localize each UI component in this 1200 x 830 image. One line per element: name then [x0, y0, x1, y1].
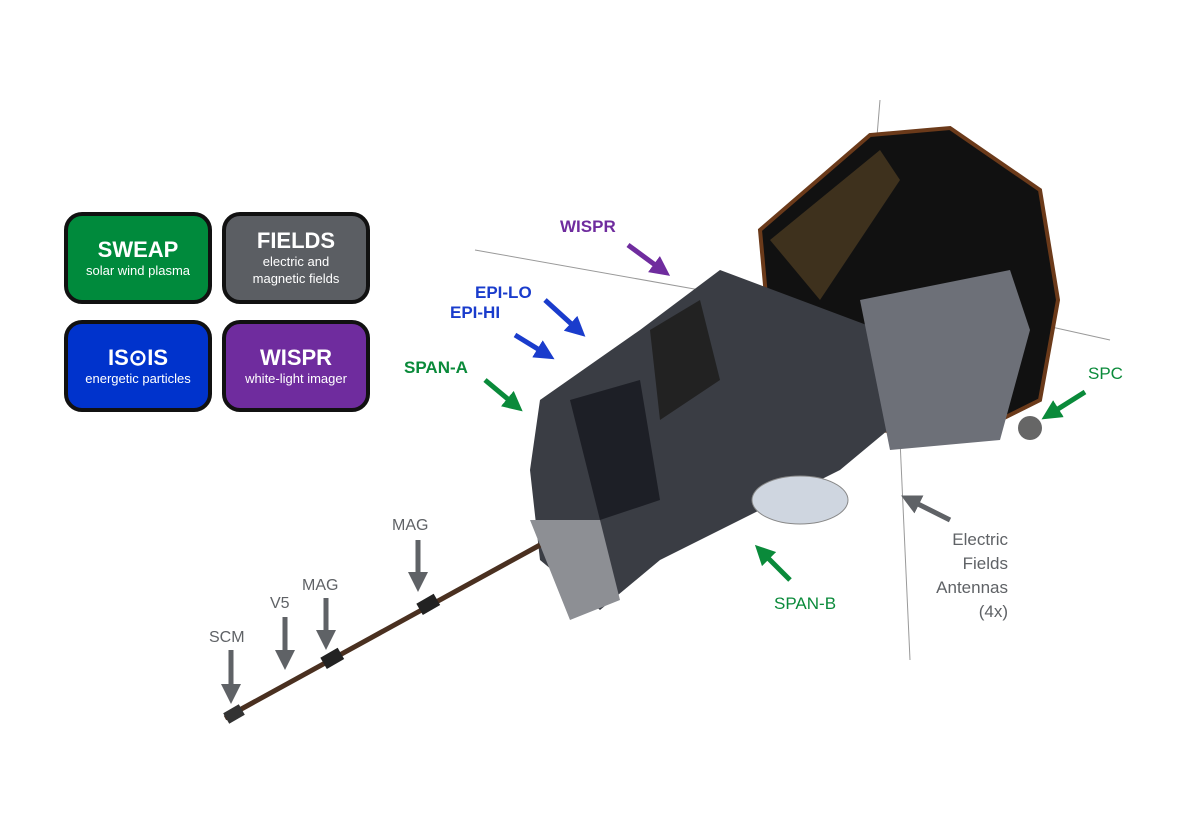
label-epi-hi: EPI-HI [450, 303, 501, 322]
label-mag-inner: MAG [302, 577, 339, 594]
epi-hi-arrow [513, 332, 555, 360]
span-a-arrow [483, 378, 523, 412]
spc-arrow [1041, 389, 1087, 420]
label-mag-outer: MAG [392, 517, 429, 534]
label-span-b: SPAN-B [774, 594, 837, 613]
legend-subtitle: white-light imager [245, 370, 347, 386]
mag-sensor-inner [320, 647, 345, 670]
antenna-dish [751, 475, 849, 525]
legend-subtitle: electric and magnetic fields [252, 254, 340, 286]
label-line: (4x) [978, 602, 1008, 621]
epi-lo-arrow [543, 298, 586, 337]
label-spc: SPC [1088, 364, 1123, 383]
legend-title: SWEAP [97, 236, 179, 262]
scm-sensor [223, 704, 245, 724]
label-wispr: WISPR [560, 217, 616, 236]
efa-arrow [901, 495, 952, 523]
legend-isois: IS⊙IS energetic particles [64, 320, 212, 412]
radiator-panel [570, 380, 660, 520]
spc-cup [1018, 416, 1042, 440]
legend-wispr: WISPR white-light imager [222, 320, 370, 412]
label-scm: SCM [209, 629, 245, 646]
legend-fields: FIELDS electric and magnetic fields [222, 212, 370, 304]
truss-panel [860, 270, 1030, 450]
legend-sweap: SWEAP solar wind plasma [64, 212, 212, 304]
legend-title: IS⊙IS [107, 344, 168, 370]
lower-panel [530, 520, 620, 620]
solar-array [770, 150, 900, 300]
label-epi-lo: EPI-LO [475, 283, 532, 302]
label-span-a: SPAN-A [404, 358, 468, 377]
spacecraft-bus [530, 270, 900, 610]
legend-subtitle: energetic particles [85, 370, 191, 386]
label-line: Fields [962, 554, 1008, 573]
legend-title: WISPR [259, 344, 333, 370]
magnetometer-boom [223, 542, 542, 721]
mag-sensor-outer [416, 593, 441, 616]
bus-panel [650, 300, 720, 420]
label-line: Antennas [936, 578, 1008, 597]
label-line: Electric [952, 530, 1008, 549]
wispr-arrow [626, 242, 671, 276]
span-b-arrow [754, 544, 792, 582]
label-v5: V5 [270, 595, 290, 612]
label-electric-fields-antennas: Electric Fields Antennas (4x) [900, 528, 1008, 624]
legend-title: FIELDS [256, 228, 336, 253]
legend-subtitle: solar wind plasma [85, 262, 191, 278]
